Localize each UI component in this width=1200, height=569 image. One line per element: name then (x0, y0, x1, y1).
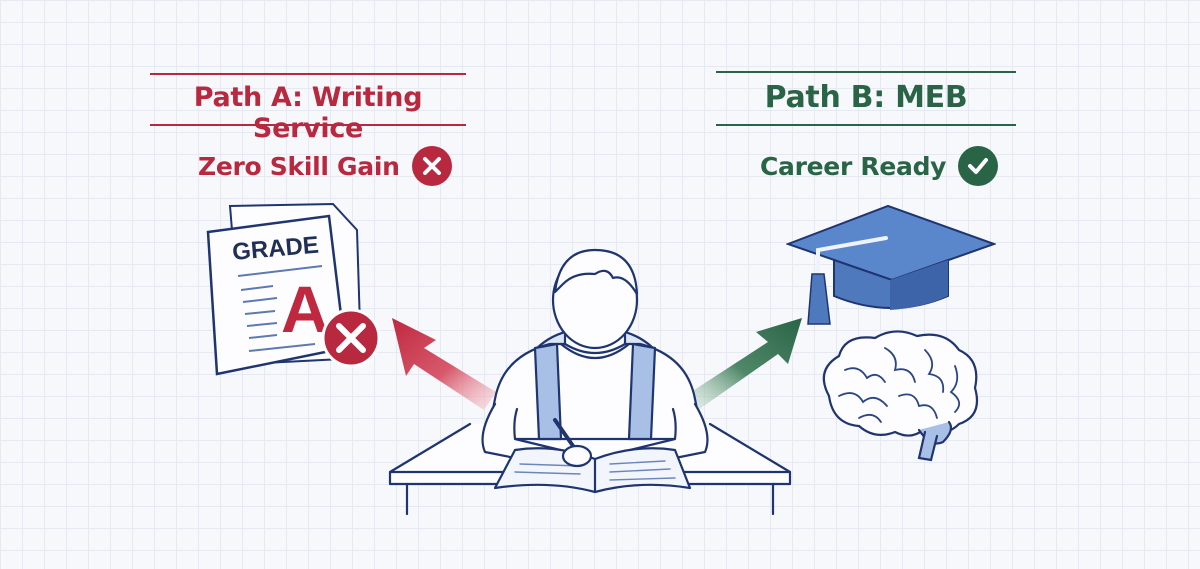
student-at-desk-illustration (385, 244, 795, 516)
path-a-outcome: Zero Skill Gain (198, 146, 452, 186)
red-arrow-icon (388, 312, 498, 412)
path-a-outcome-label: Zero Skill Gain (198, 151, 400, 181)
path-b-top-rule (716, 71, 1016, 73)
path-a-top-rule (150, 73, 466, 75)
path-b-title: Path B: MEB (764, 80, 968, 115)
check-circle-icon (958, 146, 999, 186)
path-b-bottom-rule (716, 124, 1016, 126)
path-b-outcome: Career Ready (760, 146, 999, 186)
paper-grade-letter: A (281, 272, 329, 346)
path-a-title: Path A: Writing Service (193, 82, 423, 144)
graded-paper-icon: GRADE A (205, 198, 390, 378)
x-circle-icon (411, 146, 452, 186)
graduation-cap-icon (786, 204, 996, 329)
green-arrow-icon (684, 312, 804, 412)
path-a-bottom-rule (150, 124, 466, 126)
brain-icon (815, 326, 983, 464)
path-b-outcome-label: Career Ready (760, 151, 947, 181)
